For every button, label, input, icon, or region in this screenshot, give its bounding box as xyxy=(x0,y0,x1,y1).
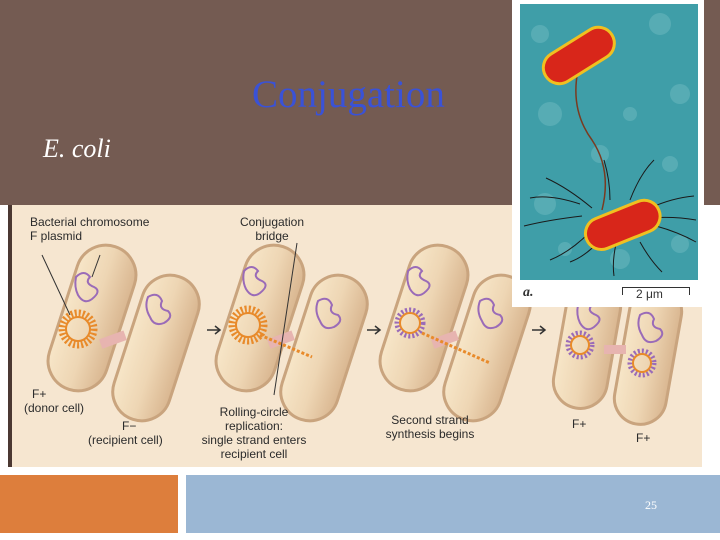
chromosome-stage2-recipient xyxy=(315,297,342,330)
single-strand-stage2 xyxy=(259,333,313,359)
label-bacterial-chromosome: Bacterial chromosome xyxy=(30,215,150,229)
label-f-plasmid: F plasmid xyxy=(30,229,83,243)
label-conjugation-bridge-2: bridge xyxy=(255,229,289,243)
label-conjugation-bridge-1: Conjugation xyxy=(239,215,305,229)
arrow-1 xyxy=(207,325,222,335)
recipient-cell-stage2 xyxy=(279,273,369,423)
bridge-stage4 xyxy=(604,345,626,354)
conjugation-bridge-stage3 xyxy=(431,330,459,349)
arrow-2 xyxy=(367,325,382,335)
label-rolling-4: recipient cell xyxy=(220,447,288,461)
micrograph-panel-label: a. xyxy=(523,285,534,300)
arrow-3 xyxy=(532,325,547,335)
f-plasmid-stage1 xyxy=(58,309,98,349)
label-recipient-minus: F− xyxy=(122,419,137,433)
label-donor-plus: F+ xyxy=(32,387,47,401)
label-result-right: F+ xyxy=(636,431,651,445)
label-result-left: F+ xyxy=(572,417,587,431)
chromosome-stage1-recipient xyxy=(145,293,172,326)
scale-label: 2 μm xyxy=(636,287,663,301)
leader-bridge xyxy=(273,242,298,396)
diagram-frame xyxy=(8,205,12,467)
label-donor-cell: (donor cell) xyxy=(24,401,85,415)
conjugation-bridge-stage1 xyxy=(99,330,127,349)
chromosome-stage1-donor xyxy=(74,272,99,303)
label-second-strand-1: Second strand xyxy=(391,413,469,427)
slide-title: Conjugation xyxy=(252,73,445,116)
diagram-illustration xyxy=(41,242,684,426)
page-number: 25 xyxy=(645,498,657,512)
micrograph-image xyxy=(520,4,698,280)
label-recipient-cell: (recipient cell) xyxy=(88,433,163,447)
footer-accent-block xyxy=(0,475,178,533)
recipient-cell-stage1 xyxy=(111,273,201,423)
f-plasmid-result-right xyxy=(627,348,657,378)
conjugation-bridge-stage2 xyxy=(267,330,295,349)
footer-bar xyxy=(186,475,720,533)
leader-plasmid xyxy=(41,254,71,316)
label-rolling-2: replication: xyxy=(224,419,284,433)
second-strand-stage3 xyxy=(421,331,491,365)
donor-cell-stage2 xyxy=(214,243,306,393)
f-plasmid-stage2 xyxy=(228,305,268,345)
leader-chromosome xyxy=(91,254,101,278)
f-plasmid-stage3 xyxy=(394,307,426,339)
label-second-strand-2: synthesis begins xyxy=(385,427,475,441)
chromosome-result-right xyxy=(637,311,664,344)
slide-subtitle: E. coli xyxy=(43,134,111,163)
chromosome-stage3-recipient xyxy=(477,297,504,330)
f-plasmid-result-left xyxy=(565,330,595,360)
chromosome-stage3-donor xyxy=(406,266,431,297)
micrograph-illustration xyxy=(520,4,698,280)
chromosome-stage2-donor xyxy=(242,266,267,297)
label-rolling-3: single strand enters xyxy=(201,433,307,447)
label-rolling-1: Rolling-circle xyxy=(219,405,289,419)
scale-bar xyxy=(622,287,690,295)
recipient-cell-stage3 xyxy=(442,273,532,423)
micrograph-panel: a. 2 μm xyxy=(514,0,702,305)
